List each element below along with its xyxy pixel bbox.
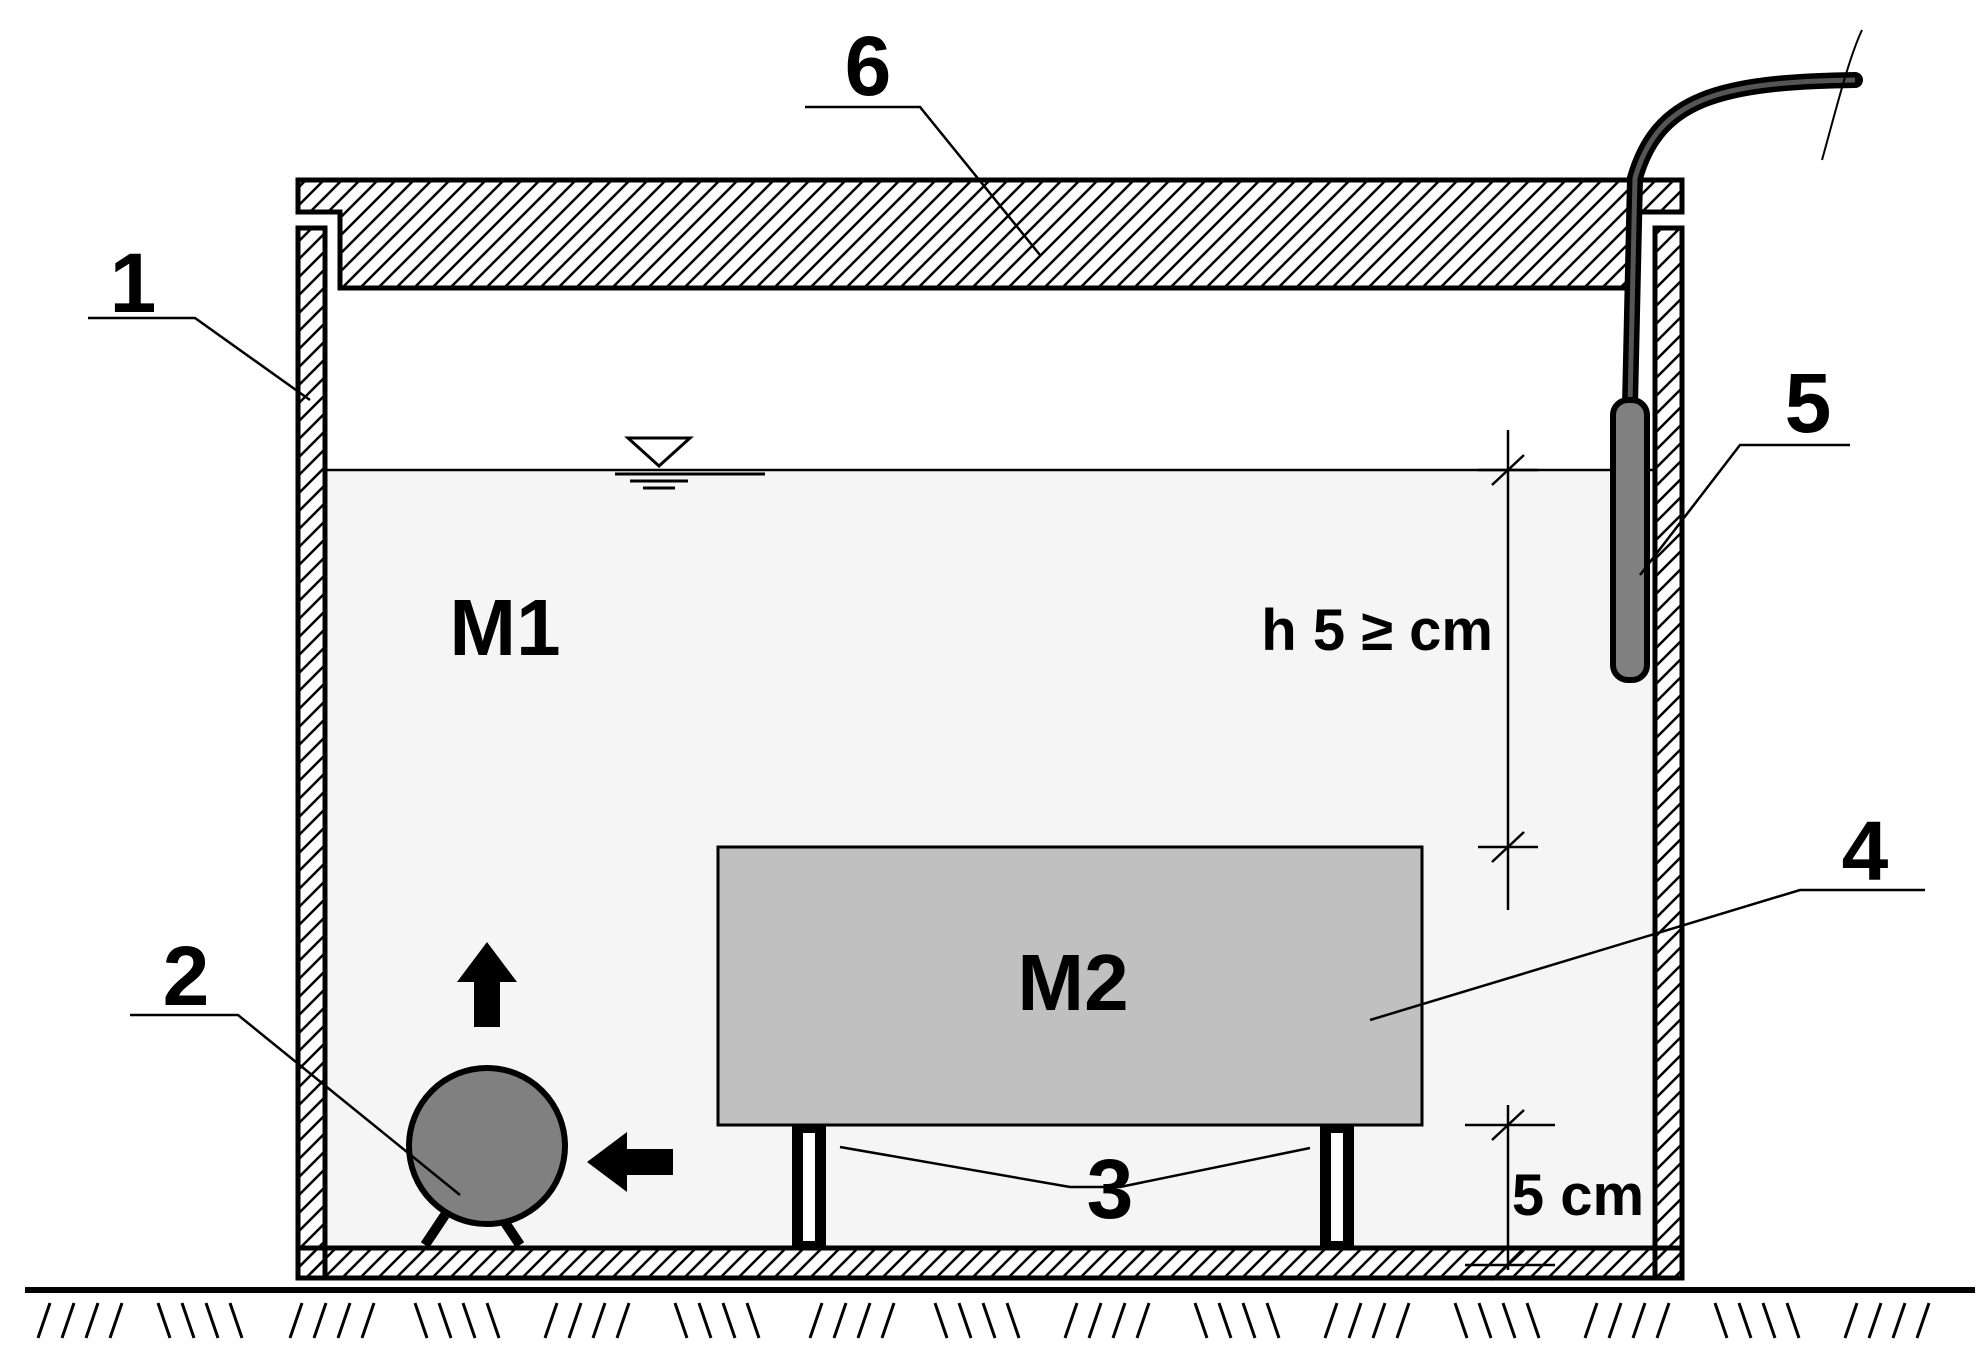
specimen-support-right — [1320, 1125, 1354, 1248]
tank-wall-left — [295, 225, 328, 1281]
dimension-clearance — [1465, 1105, 1555, 1281]
dimension-clearance-label: 5 cm — [1512, 1163, 1644, 1228]
label-tank: 1 — [110, 236, 157, 330]
arrow-up-icon — [457, 942, 517, 1027]
dimension-depth-label: h 5 ≥ cm — [1261, 598, 1493, 663]
tank-wall-right — [1652, 225, 1685, 1281]
label-lid: 6 — [845, 19, 892, 113]
tank-lid — [295, 177, 1685, 291]
specimen-block — [716, 845, 1424, 1127]
specimen-support-left — [792, 1125, 826, 1248]
medium-2-label: M2 — [1017, 938, 1128, 1027]
arrow-left-icon — [587, 1132, 673, 1192]
ground-hatching — [36, 1302, 1931, 1339]
dimension-depth — [1478, 430, 1538, 910]
label-sensor: 5 — [1785, 356, 1832, 450]
medium-1-label: M1 — [449, 583, 560, 672]
water-level-symbol — [615, 436, 765, 490]
sensor-probe — [1610, 29, 1863, 683]
tank-floor — [295, 1245, 1685, 1281]
label-supports: 3 — [1087, 1142, 1134, 1236]
label-pump: 2 — [163, 929, 210, 1023]
leader-lines — [88, 105, 1925, 1196]
label-specimen: 4 — [1842, 804, 1889, 898]
